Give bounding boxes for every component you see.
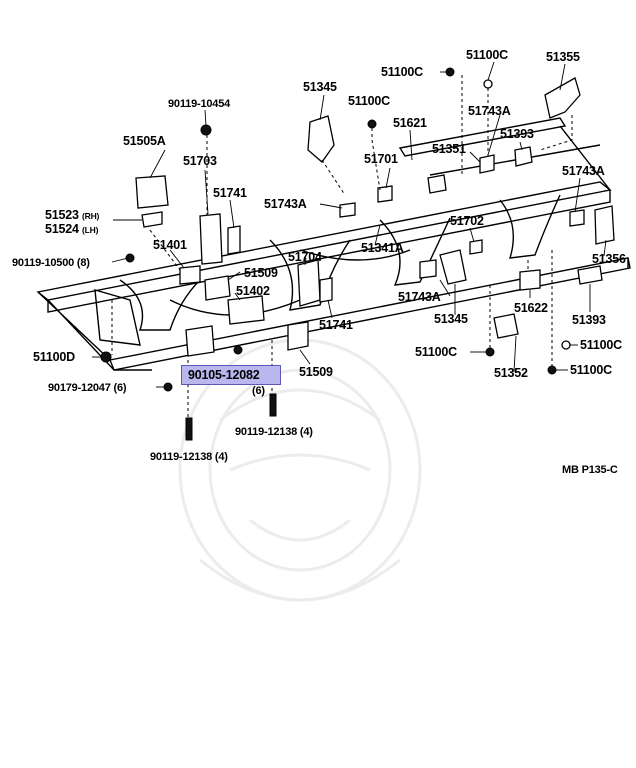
label-51351[interactable]: 51351 <box>432 142 466 156</box>
label-51509[interactable]: 51509 <box>299 365 333 379</box>
label-90119-10454[interactable]: 90119-10454 <box>168 98 231 110</box>
highlight-box <box>181 365 281 385</box>
label-51523-number: 51523 <box>45 208 79 222</box>
label-51100D[interactable]: 51100D <box>33 350 75 364</box>
label-51402[interactable]: 51402 <box>236 284 270 298</box>
leader-lines <box>92 61 607 388</box>
label-51621[interactable]: 51621 <box>393 116 427 130</box>
label-51341A[interactable]: 51341A <box>361 241 404 255</box>
label-90105-12082[interactable]: 90105-12082 <box>188 368 260 382</box>
label-51355[interactable]: 51355 <box>546 50 580 64</box>
diagram-code: MB P135-C <box>562 464 618 476</box>
label-51743A[interactable]: 51743A <box>562 164 605 178</box>
label-51401[interactable]: 51401 <box>153 238 187 252</box>
label-51523[interactable]: 51523 (RH) <box>45 208 99 223</box>
label-51509[interactable]: 51509 <box>244 266 278 280</box>
label-90105-12082-qty: (6) <box>252 385 265 397</box>
label-51703[interactable]: 51703 <box>183 154 217 168</box>
frame-rails <box>36 117 631 371</box>
label-51622[interactable]: 51622 <box>514 301 548 315</box>
label-51505A[interactable]: 51505A <box>123 134 166 148</box>
label-51701[interactable]: 51701 <box>364 152 398 166</box>
label-51352[interactable]: 51352 <box>494 366 528 380</box>
label-51743A[interactable]: 51743A <box>264 197 307 211</box>
label-51741[interactable]: 51741 <box>319 318 353 332</box>
label-51393[interactable]: 51393 <box>500 127 534 141</box>
label-90119-10500[interactable]: 90119-10500 (8) <box>12 257 90 269</box>
label-51523-side: (RH) <box>82 211 100 221</box>
label-90119-12138[interactable]: 90119-12138 (4) <box>235 426 313 438</box>
part-shapes <box>100 67 615 441</box>
label-51356[interactable]: 51356 <box>592 252 626 266</box>
label-51524-number: 51524 <box>45 222 79 236</box>
label-51345[interactable]: 51345 <box>434 312 468 326</box>
label-51524-side: (LH) <box>82 225 99 235</box>
label-51100C[interactable]: 51100C <box>381 65 423 79</box>
label-51100C[interactable]: 51100C <box>348 94 390 108</box>
label-51524[interactable]: 51524 (LH) <box>45 222 98 237</box>
label-51743A[interactable]: 51743A <box>468 104 511 118</box>
label-51100C[interactable]: 51100C <box>580 338 622 352</box>
label-90119-12138[interactable]: 90119-12138 (4) <box>150 451 228 463</box>
label-51743A[interactable]: 51743A <box>398 290 441 304</box>
label-51100C[interactable]: 51100C <box>415 345 457 359</box>
label-51393[interactable]: 51393 <box>572 313 606 327</box>
label-90179-12047[interactable]: 90179-12047 (6) <box>48 382 127 394</box>
label-51100C[interactable]: 51100C <box>466 48 508 62</box>
label-51345[interactable]: 51345 <box>303 80 337 94</box>
label-51100C[interactable]: 51100C <box>570 363 612 377</box>
label-51704[interactable]: 51704 <box>288 250 322 264</box>
label-51741[interactable]: 51741 <box>213 186 247 200</box>
label-51702[interactable]: 51702 <box>450 214 484 228</box>
